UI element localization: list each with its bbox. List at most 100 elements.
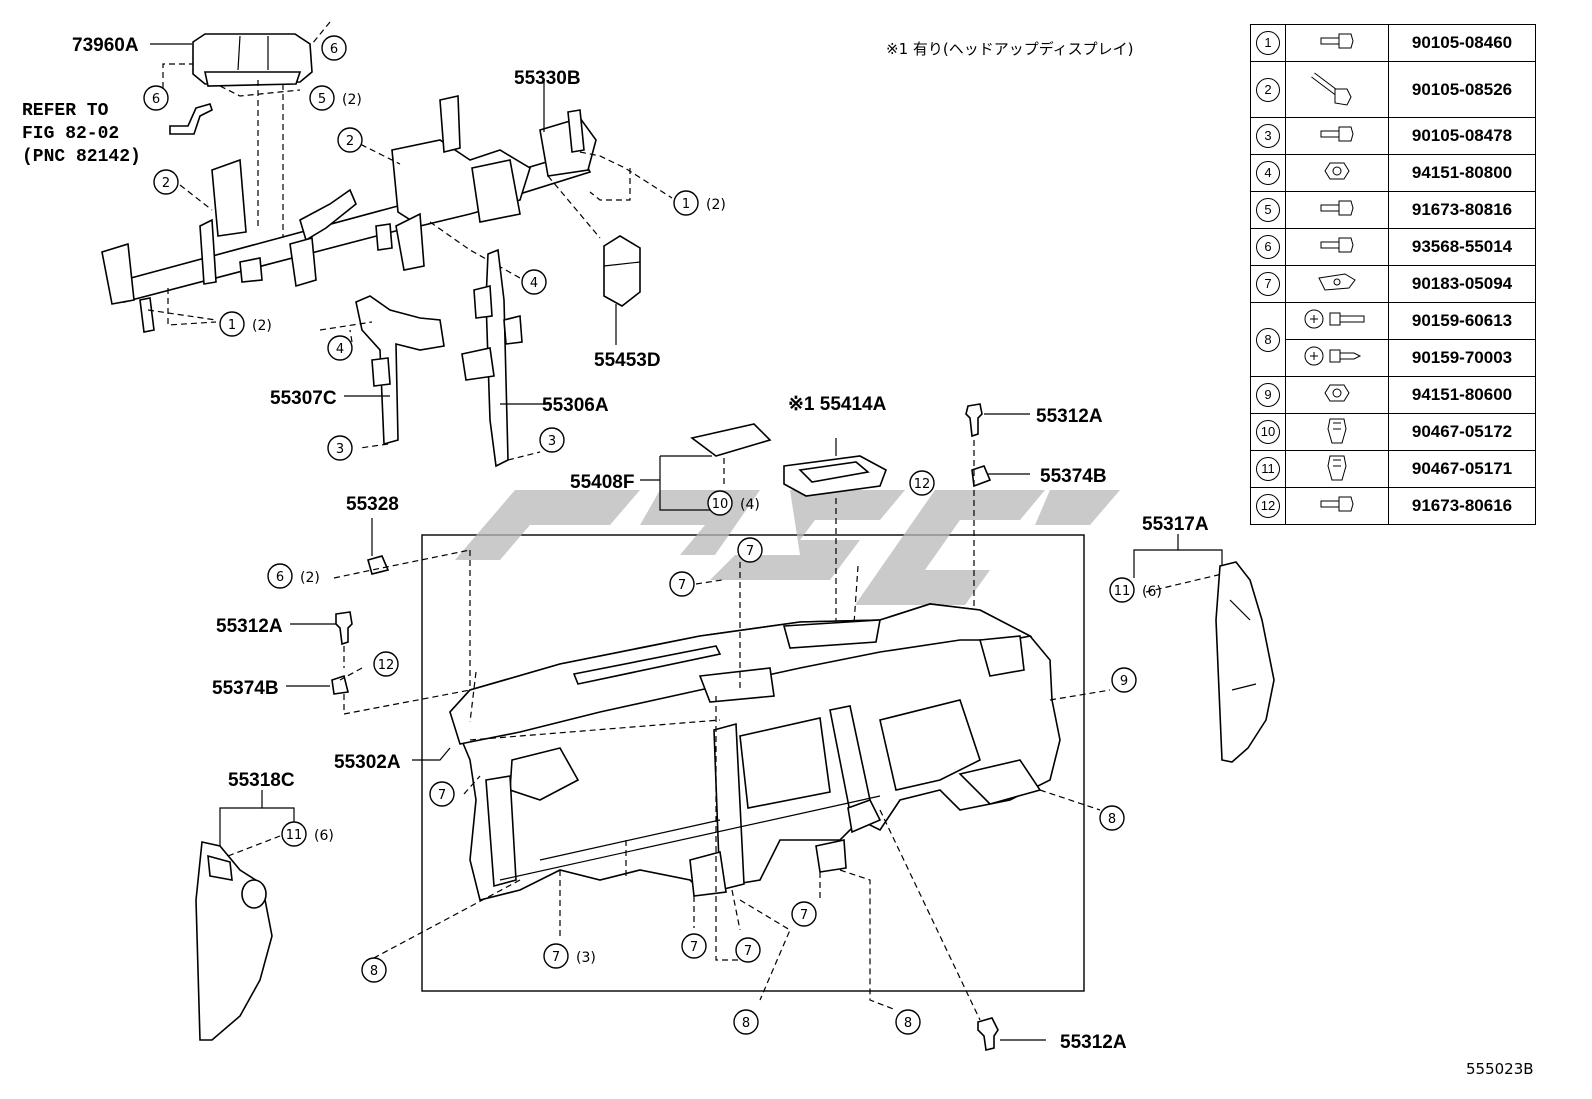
callout-8-right: 8 <box>1099 805 1125 831</box>
svg-text:(4): (4) <box>740 497 760 513</box>
knee-airbag-module <box>192 33 313 87</box>
callout-8-bottom-a: 8 <box>733 1009 759 1035</box>
callout-7-bottom-c: 7 <box>735 937 761 963</box>
side-panel-left <box>195 841 273 1041</box>
svg-text:(6): (6) <box>1142 584 1162 600</box>
nut-icon <box>1285 154 1389 192</box>
callout-3-left: 3 <box>327 435 353 461</box>
callout-1-right: 1(2) <box>673 190 726 216</box>
label-55414a: ※1 55414A <box>788 394 887 415</box>
instrument-panel <box>449 603 1061 901</box>
svg-text:3: 3 <box>336 442 344 457</box>
callout-12-right: 12 <box>909 470 935 496</box>
callout-11-right: 11(6) <box>1109 577 1162 603</box>
lower-brace-left <box>355 295 445 446</box>
legend-row: 10 90467-05172 <box>1250 413 1536 451</box>
legend-row: 11 90467-05171 <box>1250 450 1536 488</box>
bolt-icon <box>1285 228 1389 266</box>
bracket-55328 <box>367 555 390 575</box>
legend-row: 90159-70003 <box>1251 339 1536 377</box>
legend-row: 3 90105-08478 <box>1250 117 1536 155</box>
svg-text:6: 6 <box>152 92 160 107</box>
svg-text:1: 1 <box>228 318 236 333</box>
callout-3-right: 3 <box>539 427 565 453</box>
computer-bracket <box>603 235 641 307</box>
legend-number: 10 <box>1250 413 1286 451</box>
callout-6-mid: 6(2) <box>267 563 320 589</box>
svg-text:3: 3 <box>548 434 556 449</box>
legend-row: 1 90105-08460 <box>1250 24 1536 62</box>
instrument-panel-reinforcement <box>101 95 597 333</box>
svg-text:8: 8 <box>742 1016 750 1031</box>
label-55302a: 55302A <box>334 752 401 773</box>
legend-part-number: 94151-80600 <box>1388 376 1536 414</box>
callout-8-bottom-b: 8 <box>895 1009 921 1035</box>
bracket-left <box>331 674 349 695</box>
svg-text:4: 4 <box>336 342 344 357</box>
svg-text:(2): (2) <box>252 318 272 334</box>
legend-row: 7 90183-05094 <box>1250 265 1536 303</box>
callout-2-left: 2 <box>153 169 179 195</box>
label-55453d: 55453D <box>594 350 661 371</box>
label-55374b-left: 55374B <box>212 678 279 699</box>
legend-part-number: 94151-80800 <box>1388 154 1536 192</box>
label-55312a-bottom: 55312A <box>1060 1032 1127 1053</box>
callout-7-lower-right: 7 <box>791 901 817 927</box>
callout-10: 10(4) <box>707 490 760 516</box>
watermark-logo <box>455 490 1120 605</box>
nut-icon <box>1285 376 1389 414</box>
svg-text:7: 7 <box>746 544 754 559</box>
callout-5: 5(2) <box>309 85 362 111</box>
callout-8-left: 8 <box>361 957 387 983</box>
bolt-icon <box>1285 117 1389 155</box>
svg-text:(3): (3) <box>576 950 596 966</box>
legend-number: 1 <box>1250 24 1286 62</box>
svg-text:5: 5 <box>318 92 326 107</box>
label-55374b-right: 55374B <box>1040 466 1107 487</box>
legend-number: 7 <box>1250 265 1286 303</box>
legend-part-number: 91673-80616 <box>1388 487 1536 525</box>
svg-text:7: 7 <box>438 788 446 803</box>
svg-text:2: 2 <box>162 176 170 191</box>
svg-text:9: 9 <box>1120 674 1128 689</box>
lower-brace-right <box>461 248 523 468</box>
callout-9: 9 <box>1111 667 1137 693</box>
legend-number: 5 <box>1250 191 1286 229</box>
refer-line-1: REFER TO <box>22 101 109 121</box>
legend-part-number: 90105-08478 <box>1388 117 1536 155</box>
legend-row: 5 91673-80816 <box>1250 191 1536 229</box>
callout-7-top-a: 7 <box>737 537 763 563</box>
svg-text:1: 1 <box>682 197 690 212</box>
bolt-icon <box>1285 24 1389 62</box>
clip-upper <box>965 403 983 438</box>
legend-part-number: 90159-60613 <box>1388 302 1536 340</box>
fastener-legend-table: 1 90105-08460 2 90105-08526 3 90105-0847… <box>1250 24 1536 525</box>
head-up-display-bezel <box>783 455 887 497</box>
refer-line-2: FIG 82-02 <box>22 124 119 144</box>
diagram-id: 555023B <box>1466 1060 1534 1078</box>
callout-12-left: 12 <box>373 651 399 677</box>
legend-row: 6 93568-55014 <box>1250 228 1536 266</box>
dashboard-frame <box>421 534 1085 992</box>
svg-text:6: 6 <box>276 570 284 585</box>
callout-11-left: 11(6) <box>281 821 334 847</box>
callout-7-bottom-a: 7(3) <box>543 943 596 969</box>
legend-number: 3 <box>1250 117 1286 155</box>
svg-text:8: 8 <box>1108 812 1116 827</box>
legend-part-number: 90467-05172 <box>1388 413 1536 451</box>
tapping-screw-icon <box>1285 302 1389 340</box>
clip-icon <box>1285 413 1389 451</box>
legend-part-number: 90105-08460 <box>1388 24 1536 62</box>
svg-text:8: 8 <box>370 964 378 979</box>
label-55317a: 55317A <box>1142 514 1209 535</box>
legend-number: 2 <box>1250 61 1286 118</box>
callout-7-left: 7 <box>429 781 455 807</box>
legend-number: 11 <box>1250 450 1286 488</box>
callout-4-left: 4 <box>327 335 353 361</box>
tapping-screw-icon <box>1285 339 1389 377</box>
svg-text:7: 7 <box>744 944 752 959</box>
label-73960a: 73960A <box>72 35 139 56</box>
legend-number: 8 <box>1250 302 1286 377</box>
callout-4-right: 4 <box>521 269 547 295</box>
